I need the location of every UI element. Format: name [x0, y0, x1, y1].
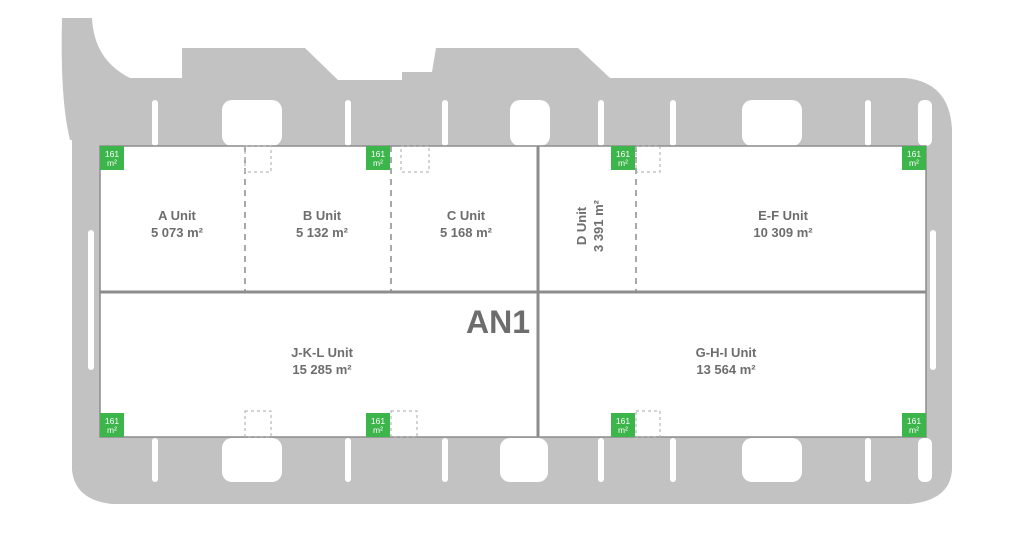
unit-area: 5 168 m² [440, 225, 493, 240]
unit-name: B Unit [303, 208, 342, 223]
unit-area: 5 132 m² [296, 225, 349, 240]
block-name: AN1 [466, 304, 530, 340]
office-area-badge-icon: 161 m² [902, 413, 926, 437]
unit-area: 5 073 m² [151, 225, 204, 240]
building [99, 145, 927, 438]
svg-text:m²: m² [618, 425, 628, 435]
svg-text:161: 161 [907, 416, 921, 426]
unit-area: 10 309 m² [753, 225, 813, 240]
unit-area: 13 564 m² [696, 362, 756, 377]
office-area-badge-icon: 161 m² [100, 146, 124, 170]
unit-name: C Unit [447, 208, 486, 223]
svg-text:m²: m² [373, 425, 383, 435]
unit-labels: A Unit 5 073 m² B Unit 5 132 m² C Unit 5… [151, 199, 813, 377]
unit-name: D Unit [574, 206, 589, 245]
office-area-badge-icon: 161 m² [611, 413, 635, 437]
svg-text:161: 161 [616, 149, 630, 159]
svg-text:161: 161 [616, 416, 630, 426]
unit-name: G-H-I Unit [696, 345, 757, 360]
office-area-badge-icon: 161 m² [902, 146, 926, 170]
svg-text:m²: m² [909, 425, 919, 435]
parking-bays-bottom [152, 438, 932, 482]
svg-text:161: 161 [105, 149, 119, 159]
svg-text:m²: m² [107, 425, 117, 435]
svg-text:161: 161 [105, 416, 119, 426]
svg-text:m²: m² [373, 158, 383, 168]
unit-area: 3 391 m² [591, 199, 606, 252]
office-badges: 161 m² 161 m² 161 m² 161 m² 161 m² 161 m… [100, 146, 926, 437]
office-area-badge-icon: 161 m² [100, 413, 124, 437]
unit-area: 15 285 m² [292, 362, 352, 377]
office-area-badge-icon: 161 m² [366, 413, 390, 437]
unit-name: J-K-L Unit [291, 345, 354, 360]
svg-text:161: 161 [371, 416, 385, 426]
unit-name: A Unit [158, 208, 196, 223]
svg-text:161: 161 [371, 149, 385, 159]
unit-name: E-F Unit [758, 208, 808, 223]
svg-text:m²: m² [909, 158, 919, 168]
side-strips [88, 230, 936, 370]
office-area-badge-icon: 161 m² [611, 146, 635, 170]
office-area-badge-icon: 161 m² [366, 146, 390, 170]
svg-text:m²: m² [107, 158, 117, 168]
svg-text:m²: m² [618, 158, 628, 168]
parking-bays-top [152, 100, 932, 146]
svg-text:161: 161 [907, 149, 921, 159]
